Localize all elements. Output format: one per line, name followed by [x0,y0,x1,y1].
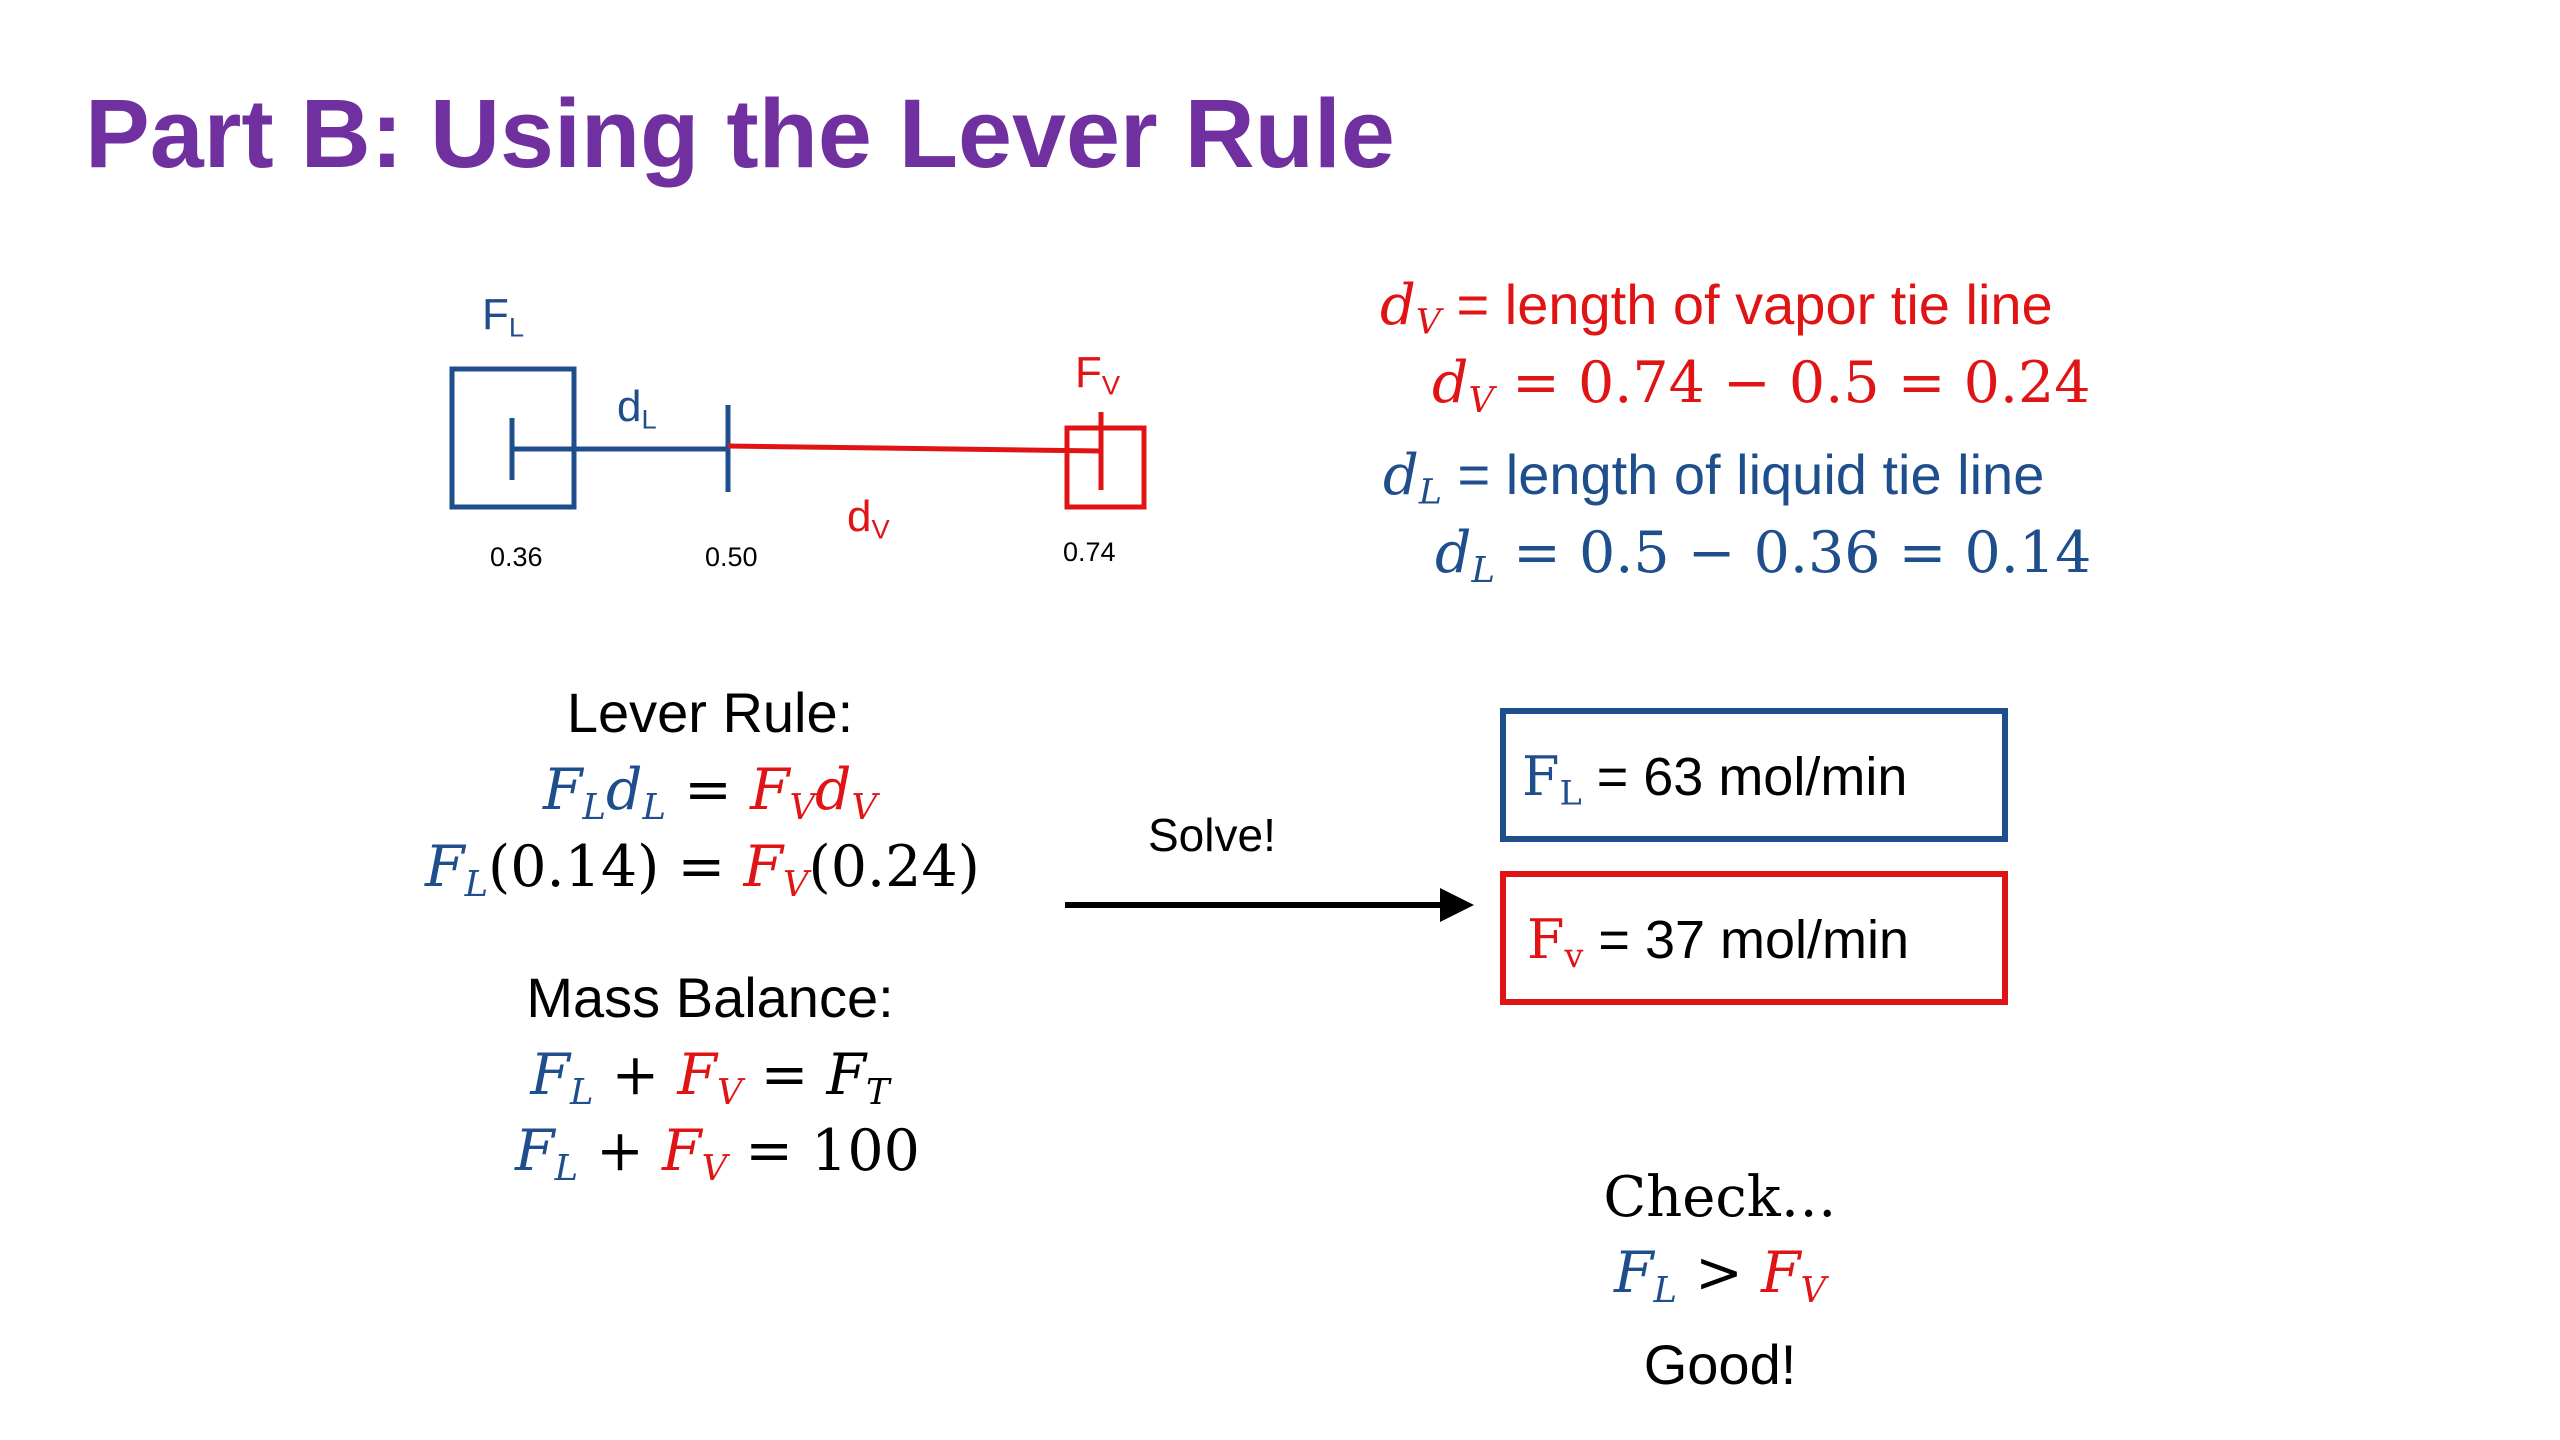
solve-label: Solve! [1148,809,1276,861]
fl-result-box [1500,708,2008,842]
check-heading: Check… [1603,1165,1837,1230]
dv-equation: dV = 0.74 − 0.5 = 0.24 [1432,350,2091,421]
check-verdict: Good! [1643,1333,1797,1396]
x-label-mid: 0.50 [705,542,758,572]
vapor-box [1064,425,1147,510]
mass-balance-equation-2: FL + FV = 100 [515,1118,920,1189]
page-title: Part B: Using the Lever Rule [85,79,1395,188]
vapor-tie-line [727,443,1102,454]
fl-result: FL = 63 mol/min [1522,745,1908,813]
mass-balance-equation-1: FL + FV = FT [530,1042,890,1113]
mass-balance-heading: Mass Balance: [526,966,894,1029]
dl-definition: dL = length of liquid tie line [1383,443,2045,513]
lever-rule-equation-2: FL(0.14) = FV(0.24) [425,834,980,905]
dl-equation: dL = 0.5 − 0.36 = 0.14 [1435,520,2092,591]
dv-definition: dV = length of vapor tie line [1380,273,2053,343]
fv-diagram-label: FV [1075,348,1121,401]
lever-rule-equation-1: FLdL = FVdV [542,757,878,828]
dl-diagram-label: dL [617,382,657,435]
fv-result: Fv = 37 mol/min [1527,908,1910,976]
solve-arrow [1065,888,1474,922]
x-label-left: 0.36 [490,542,543,572]
dv-diagram-label: dV [847,492,890,545]
x-label-right: 0.74 [1063,537,1116,567]
check-inequality: FL > FV [1613,1240,1827,1311]
liquid-box [449,366,577,510]
lever-rule-heading: Lever Rule: [566,681,854,744]
fv-result-box [1500,871,2008,1005]
fl-diagram-label: FL [482,290,525,343]
